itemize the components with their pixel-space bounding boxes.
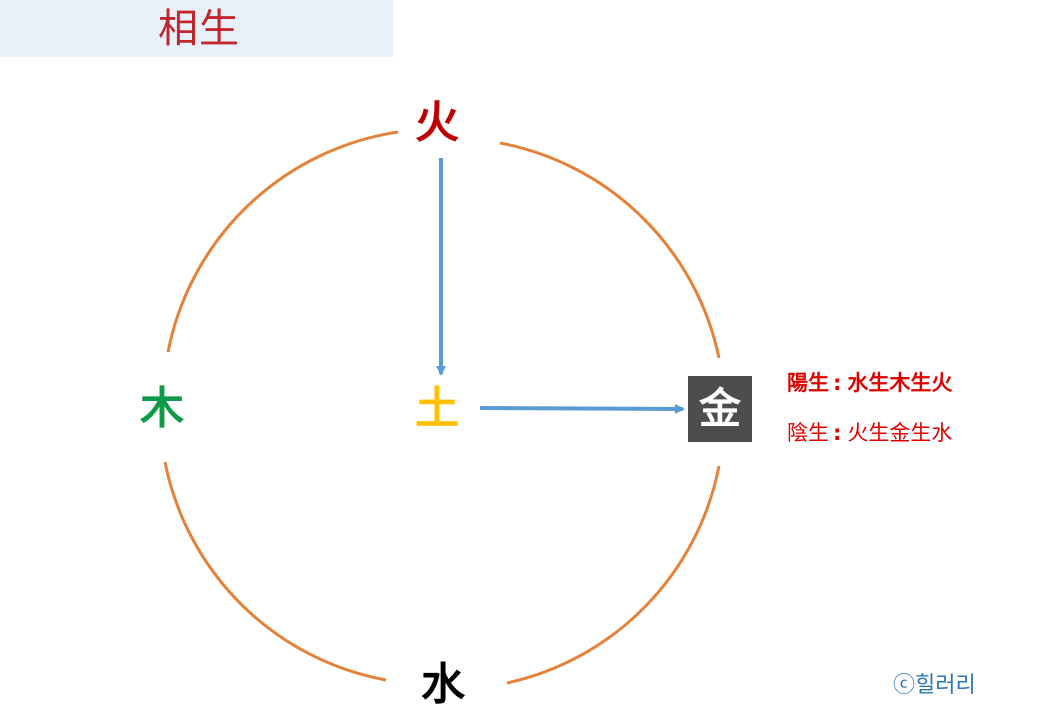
- arc-water-to-wood: [163, 461, 387, 682]
- fire-label: 火: [415, 97, 459, 148]
- copyright-notice: ⓒ힐러리: [893, 673, 976, 698]
- legend-yin-separator: :: [833, 421, 842, 445]
- legend-yin-label: 陰生: [787, 421, 829, 445]
- arc-metal-to-water: [506, 465, 721, 685]
- legend-yin-sequence: 火生金生水: [847, 421, 953, 445]
- legend-yang-sequence: 水生木生火: [847, 371, 953, 395]
- earth-label: 土: [415, 383, 459, 434]
- legend-yang: 陽生:水生木生火: [787, 368, 952, 398]
- legend-yang-separator: :: [833, 371, 842, 395]
- metal-label: 金: [688, 376, 752, 442]
- page-title: 相生: [158, 6, 240, 52]
- arc-fire-to-metal: [499, 141, 721, 359]
- arc-wood-to-fire: [166, 130, 399, 353]
- legend-yin: 陰生:火生金生水: [787, 418, 952, 448]
- wood-label: 木: [140, 383, 184, 434]
- arrow-earth-to-metal: [479, 403, 685, 414]
- title-banner: 相生: [0, 0, 393, 57]
- legend-yang-label: 陽生: [787, 371, 829, 395]
- water-label: 水: [421, 659, 465, 710]
